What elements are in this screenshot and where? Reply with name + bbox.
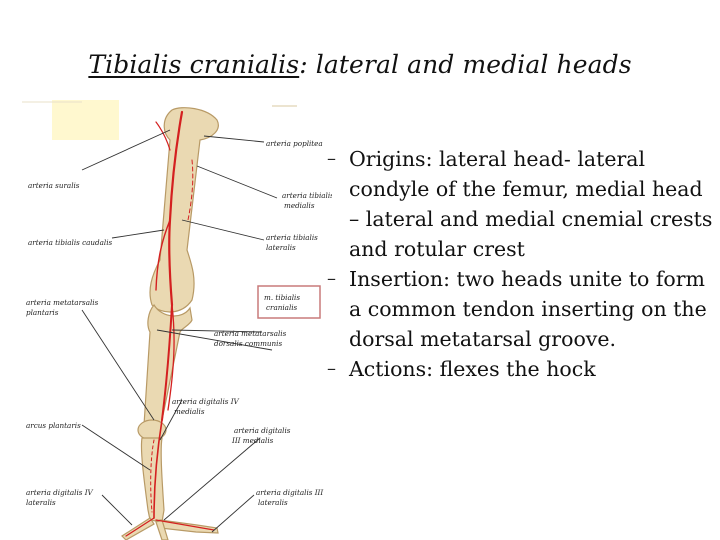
label-arteria-tibialis-medialis-line1: arteria tibialis: [282, 191, 332, 200]
label-arteria-digitalis-iii-lateralis-line2: lateralis: [258, 498, 288, 507]
label-arteria-tibialis-caudalis: arteria tibialis caudalis: [28, 238, 113, 247]
label-arteria-digitalis-iii-medialis-line2: III medialis: [231, 436, 274, 445]
bullet-origins-text: Origins: lateral head- lateral condyle o…: [349, 147, 713, 261]
label-arcus-plantaris: arcus plantaris: [26, 421, 81, 430]
slide-title: Tibialis cranialis: lateral and medial h…: [0, 50, 720, 79]
label-arteria-metatarsalis-dorsalis-line2: dorsalis communis: [214, 339, 282, 348]
label-arteria-tibialis-lateralis-line2: lateralis: [266, 243, 296, 252]
label-arteria-metatarsalis-dorsalis-line1: arteria metatarsalis: [214, 329, 287, 338]
label-arteria-suralis: arteria suralis: [28, 181, 80, 190]
label-tibialis-cranialis-line2: cranialis: [266, 303, 298, 312]
artery-network: [125, 110, 215, 537]
corner-patch: [52, 100, 119, 140]
label-arteria-digitalis-iv-lateralis-line2: lateralis: [26, 498, 56, 507]
label-arteria-poplitea: arteria poplitea: [266, 139, 323, 148]
bullet-insertion-text: Insertion: two heads unite to form a com…: [349, 267, 707, 351]
bullet-marker: –: [327, 358, 336, 379]
bullet-origins: – Origins: lateral head- lateral condyle…: [325, 144, 715, 264]
title-muscle-name: Tibialis cranialis: [88, 50, 300, 79]
label-arteria-tibialis-lateralis-line1: arteria tibialis: [266, 233, 318, 242]
label-leader-lines: [81, 129, 278, 533]
bullet-marker: –: [327, 148, 336, 169]
metatarsus-bone: [140, 437, 165, 523]
figure-labels: arteria poplitea arteria suralis arteria…: [26, 139, 332, 507]
label-arteria-digitalis-iv-lateralis-line1: arteria digitalis IV: [26, 488, 94, 497]
bullet-marker: –: [327, 268, 336, 289]
label-arteria-digitalis-iv-medialis-line1: arteria digitalis IV: [172, 397, 240, 406]
label-tibialis-cranialis-line1: m. tibialis: [264, 293, 300, 302]
bullet-list: – Origins: lateral head- lateral condyle…: [325, 144, 715, 384]
label-arteria-digitalis-iii-lateralis-line1: arteria digitalis III: [256, 488, 323, 497]
bullet-actions-text: Actions: flexes the hock: [349, 357, 596, 381]
muscle-callout-box: [257, 285, 321, 319]
label-arteria-tibialis-medialis-line2: medialis: [284, 201, 315, 210]
bullet-insertion: – Insertion: two heads unite to form a c…: [325, 264, 715, 354]
title-subtitle: : lateral and medial heads: [299, 50, 632, 79]
bullet-actions: – Actions: flexes the hock: [325, 354, 715, 384]
label-arteria-metatarsalis-plantaris-line1: arteria metatarsalis: [26, 298, 99, 307]
label-arteria-digitalis-iv-medialis-line2: medialis: [174, 407, 205, 416]
label-arteria-digitalis-iii-medialis-line1: arteria digitalis: [234, 426, 291, 435]
anatomy-figure: arteria poplitea arteria suralis arteria…: [22, 100, 332, 540]
label-arteria-metatarsalis-plantaris-line2: plantaris: [26, 308, 59, 317]
femur-bone: [149, 107, 219, 313]
